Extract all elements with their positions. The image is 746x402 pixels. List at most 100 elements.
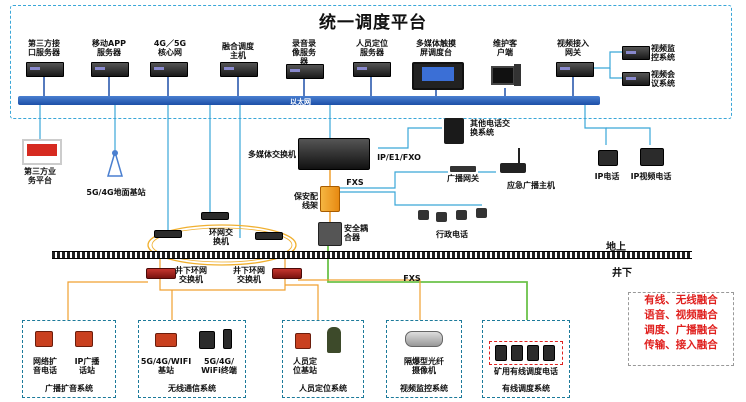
ip-video-phone-icon: [640, 148, 664, 166]
multimedia-switch-icon: [298, 138, 370, 170]
page-title: 统一调度平台: [319, 13, 427, 33]
ip-e1-label: IP/E1/FXO: [377, 153, 421, 162]
ring-switch-icon: [255, 232, 283, 240]
broadcast-system-box: 网络扩音电话 IP广播话站 广播扩音系统: [22, 320, 116, 398]
server-label: 维护客户端: [493, 39, 517, 57]
subsystem-title: 广播扩音系统: [45, 384, 93, 393]
broadcast-gateway-icon: [450, 166, 476, 172]
server-label: 录音录像服务器: [292, 39, 316, 66]
monitor-icon: [412, 62, 464, 90]
video-monitor-system-label: 视频监控系统: [651, 44, 675, 62]
broadcast-gateway-label: 广播网关: [447, 174, 479, 183]
fxs-top-label: FXS: [346, 178, 364, 187]
mine-phone-icon: [527, 345, 539, 361]
subsystem-title: 视频监控系统: [400, 384, 448, 393]
ethernet-label: 以太网: [290, 98, 311, 106]
emergency-host-label: 应急广播主机: [507, 181, 555, 190]
admin-phone-icon: [436, 212, 447, 222]
miner-icon: [327, 327, 341, 353]
fusion-summary-box: 有线、无线融合 语音、视频融合 调度、广播融合 传输、接入融合: [628, 292, 734, 366]
video-conf-server-icon: [622, 72, 650, 86]
platform-screen-icon: [22, 139, 62, 165]
subsystem-item: IP广播话站: [74, 357, 100, 375]
positioning-system-box: 人员定位基站 人员定位系统: [282, 320, 364, 398]
ring-switch-icon: [154, 230, 182, 238]
server-label: 第三方接口服务器: [28, 39, 60, 57]
safety-coupler-icon: [318, 222, 342, 246]
underground-switch-icon: [272, 268, 302, 279]
ip-video-phone-label: IP视频电话: [630, 172, 672, 181]
subsystem-item: 隔爆型光纤摄像机: [404, 357, 444, 375]
video-system-box: 隔爆型光纤摄像机 视频监控系统: [386, 320, 462, 398]
tower-icon: [514, 64, 521, 86]
subsystem-item: 人员定位基站: [293, 357, 317, 375]
platform-frame: [10, 5, 732, 119]
server-icon: [150, 62, 188, 77]
safety-coupler-label: 安全耦合器: [344, 224, 368, 242]
mine-phone-icon: [495, 345, 507, 361]
fusion-line: 有线、无线融合: [644, 294, 718, 306]
server-label: 视频接入网关: [557, 39, 589, 57]
fusion-line: 传输、接入融合: [644, 339, 718, 351]
below-ground-label: 井下: [612, 268, 632, 279]
safety-frame-label: 保安配线架: [294, 192, 318, 210]
subsystem-title: 有线调度系统: [502, 384, 550, 393]
third-party-platform-label: 第三方业务平台: [24, 167, 56, 185]
ring-switch-label: 环网交换机: [209, 228, 233, 246]
server-label: 多媒体触摸屏调度台: [416, 39, 456, 57]
microphone-icon: [518, 148, 520, 163]
subsystem-item: 网络扩音电话: [33, 357, 57, 375]
broadcast-phone-icon: [35, 331, 53, 347]
ground-divider: [52, 251, 692, 259]
server-icon: [220, 62, 258, 77]
server-icon: [556, 62, 594, 77]
ring-switch-icon: [201, 212, 229, 220]
server-label: 人员定位服务器: [356, 39, 388, 57]
subsystem-item: 矿用有线调度电话: [494, 367, 558, 376]
admin-phone-icon: [476, 208, 487, 218]
computer-icon: [491, 66, 515, 85]
fusion-line: 语音、视频融合: [644, 309, 718, 321]
multimedia-switch-label: 多媒体交换机: [248, 150, 296, 159]
server-icon: [286, 64, 324, 79]
server-icon: [26, 62, 64, 77]
other-exchange-label: 其他电话交换系统: [470, 119, 510, 137]
ip-phone-label: IP电话: [594, 172, 620, 181]
ip-broadcast-icon: [75, 331, 93, 347]
tablet-icon: [199, 331, 215, 349]
fxs-bottom-label: FXS: [403, 274, 421, 283]
underground-switch-icon: [146, 268, 176, 279]
underground-switch-1-label: 井下环网交换机: [175, 266, 207, 284]
admin-phone-label: 行政电话: [436, 230, 468, 239]
subsystem-title: 无线通信系统: [168, 384, 216, 393]
server-icon: [91, 62, 129, 77]
base-station-icon: [104, 148, 126, 178]
ethernet-bus: [18, 96, 600, 105]
emergency-host-icon: [500, 163, 526, 173]
mine-phone-icon: [543, 345, 555, 361]
above-ground-label: 地上: [606, 242, 626, 253]
safety-frame-icon: [320, 186, 340, 212]
subsystem-item: 5G/4G/WiFi终端: [201, 357, 237, 375]
phone-group: [489, 341, 563, 365]
video-conf-system-label: 视频会议系统: [651, 70, 675, 88]
positioning-base-icon: [295, 333, 311, 349]
admin-phone-icon: [456, 210, 467, 220]
server-icon: [353, 62, 391, 77]
wired-dispatch-system-box: 矿用有线调度电话 有线调度系统: [482, 320, 570, 398]
mine-phone-icon: [511, 345, 523, 361]
fusion-line: 调度、广播融合: [644, 324, 718, 336]
server-label: 融合调度主机: [222, 42, 254, 60]
underground-switch-2-label: 井下环网交换机: [233, 266, 265, 284]
exchange-server-icon: [444, 118, 464, 144]
handset-icon: [223, 329, 232, 349]
ip-phone-icon: [598, 150, 618, 166]
admin-phone-icon: [418, 210, 429, 220]
camera-icon: [405, 331, 443, 347]
video-monitor-server-icon: [622, 46, 650, 60]
